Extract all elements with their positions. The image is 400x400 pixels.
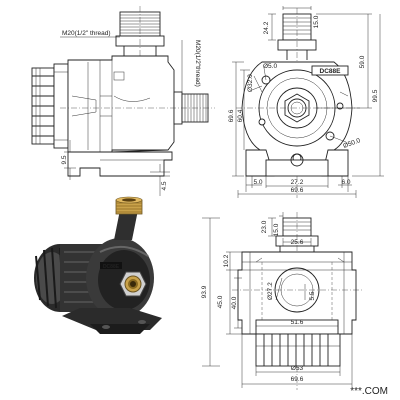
brand-label: DC88E: [320, 68, 342, 75]
side-view: M20(1/2" thread) M20(1/2"thread) 9.5 4.5: [31, 6, 215, 196]
outlet-thread-label: M20(1/2" thread): [62, 30, 111, 37]
dim-small: 5.5: [309, 291, 316, 300]
dim-mid-width: 51.6: [291, 319, 304, 326]
front-view: DC88E 15.0 24.2 59.0 99.5 69.6 60.4: [228, 6, 384, 198]
dim-height-a: 59.0: [359, 55, 366, 68]
dim-bottom-dia: Ø53: [291, 365, 304, 372]
dim-side-b: 60.4: [237, 109, 244, 122]
dim-foot-center: 27.2: [291, 179, 304, 186]
dim-body-b: 40.0: [231, 296, 238, 309]
dim-width: 69.6: [291, 187, 304, 194]
dim-side-a: 69.6: [228, 109, 235, 122]
inlet-nozzle: [173, 91, 209, 125]
dim-foot: 4.5: [161, 181, 168, 190]
front-feet: [245, 149, 349, 177]
dim-flange-dia: Ø50.0: [342, 137, 361, 150]
dim-inner-dia: Ø32.0: [247, 74, 254, 92]
bottom-fins: [255, 333, 341, 367]
bottom-view: 23.0 15.0 25.6 93.9 10.2 45.0 40.0 Ø27.2…: [201, 212, 362, 390]
dim-base-height: 9.5: [61, 155, 68, 164]
pump-isometric-illustration: DC88E: [34, 196, 162, 334]
mounting-base: [67, 149, 173, 177]
dim-width-bottom: 69.6: [291, 376, 304, 383]
dim-top-gap: 10.2: [223, 254, 230, 267]
dim-inner-dia-bottom: Ø27.2: [267, 282, 274, 300]
dim-thread-w: 15.0: [273, 223, 280, 236]
watermark: ***.COM: [350, 386, 388, 397]
iso-brand-label: DC88E: [103, 264, 120, 270]
dim-total-height: 93.9: [201, 285, 208, 298]
dim-hole-dia: Ø5.0: [263, 63, 277, 70]
inlet-thread-label: M20(1/2"thread): [194, 40, 201, 87]
pump-body: [67, 55, 175, 153]
dim-foot-left: 5.0: [253, 179, 262, 186]
dim-top-offset: 24.2: [263, 21, 270, 34]
dim-thread-len: 23.0: [261, 220, 268, 233]
dim-foot-right: 6.0: [341, 179, 350, 186]
dim-height-b: 99.5: [372, 89, 379, 102]
dim-thread-dia: 25.6: [291, 239, 304, 246]
front-pump-body: DC88E: [241, 61, 353, 163]
dim-body-a: 45.0: [217, 295, 224, 308]
dim-thread-width: 15.0: [313, 15, 320, 28]
motor-fins: [31, 63, 69, 149]
